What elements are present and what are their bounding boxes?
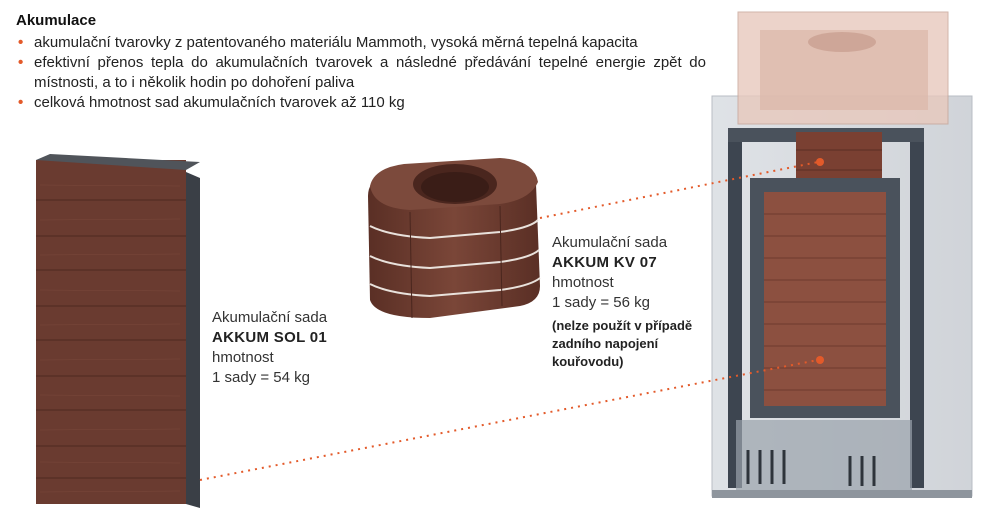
label-sol: Akumulační sada AKKUM SOL 01 hmotnost 1 … (212, 309, 328, 386)
bullet-icon: • (18, 94, 24, 111)
list-item: •celková hmotnost sad akumulačních tvaro… (18, 94, 405, 111)
note-kv: (nelze použít v případě zadního napojení… (552, 318, 693, 369)
label-kv: Akumulační sada AKKUM KV 07 hmotnost 1 s… (552, 234, 693, 369)
list-item: •akumulační tvarovky z patentovaného mat… (18, 34, 638, 51)
product-name-kv: AKKUM KV 07 (552, 254, 657, 271)
akkum-kv-ring (368, 158, 541, 319)
product-name-sol: AKKUM SOL 01 (212, 329, 328, 346)
bullet-icon: • (18, 34, 24, 51)
weight-sol: 1 sady = 54 kg (212, 369, 310, 386)
list-item: •efektivní přenos tepla do akumulačních … (18, 54, 706, 91)
leader-lines (199, 161, 819, 481)
akkum-sol-panel (36, 154, 200, 508)
stove-illustration (711, 11, 973, 498)
feature-list: •akumulační tvarovky z patentovaného mat… (16, 33, 706, 113)
marker-upper (816, 158, 824, 166)
section-title: Akumulace (16, 12, 97, 29)
bullet-icon: • (18, 54, 24, 71)
marker-lower (816, 356, 824, 364)
weight-kv: 1 sady = 56 kg (552, 294, 650, 311)
